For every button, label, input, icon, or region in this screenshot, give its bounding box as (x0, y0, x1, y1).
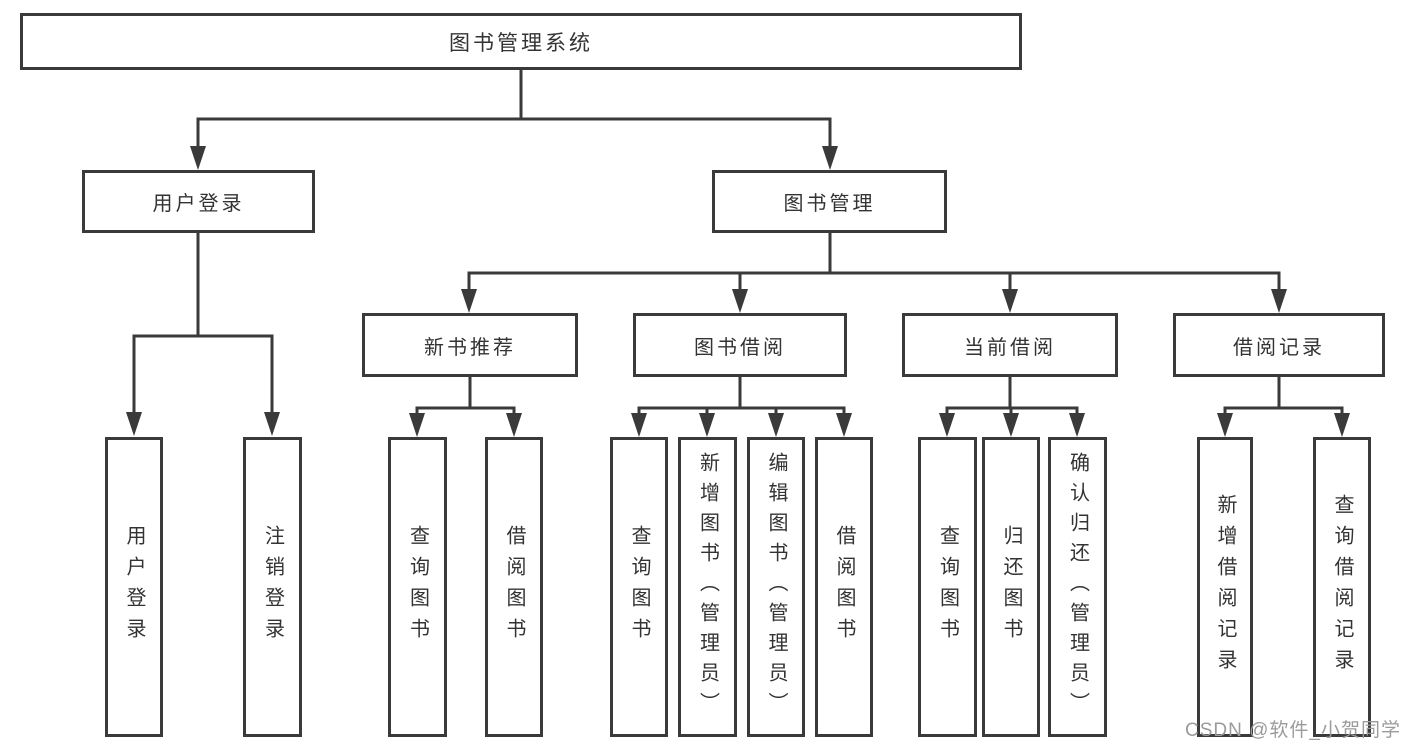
node-label: 图书借阅 (694, 336, 786, 359)
leaf-logout: 注销登录 (243, 437, 302, 737)
node-label: 当前借阅 (964, 336, 1056, 359)
node-book-management-branch: 图书管理 (712, 170, 947, 233)
leaf-label: 编辑图书（管理员） (765, 452, 787, 722)
leaf-label: 查询图书 (936, 525, 959, 649)
leaf-confirm-return-admin: 确认归还（管理员） (1048, 437, 1107, 737)
leaf-label: 查询借阅记录 (1331, 494, 1353, 680)
leaf-user-login: 用户登录 (105, 437, 163, 737)
node-user-login-branch: 用户登录 (82, 170, 315, 233)
leaf-return-books: 归还图书 (982, 437, 1040, 737)
leaf-label: 归还图书 (1000, 525, 1022, 649)
leaf-add-borrow-record: 新增借阅记录 (1197, 437, 1253, 737)
node-label: 用户登录 (152, 193, 245, 215)
node-library-management-system: 图书管理系统 (20, 13, 1022, 70)
node-label: 借阅记录 (1233, 336, 1325, 359)
leaf-label: 借阅图书 (503, 525, 525, 649)
leaf-label: 查询图书 (406, 525, 429, 649)
leaf-label: 借阅图书 (833, 525, 855, 649)
node-label: 图书管理系统 (449, 31, 593, 55)
node-label: 新书推荐 (424, 336, 516, 359)
leaf-borrow-books-recommend: 借阅图书 (485, 437, 543, 737)
leaf-add-books-admin: 新增图书（管理员） (678, 437, 737, 737)
leaf-label: 用户登录 (123, 525, 145, 649)
node-book-borrowing: 图书借阅 (633, 313, 847, 377)
leaf-borrow-books: 借阅图书 (815, 437, 873, 737)
node-label: 图书管理 (783, 193, 876, 215)
leaf-label: 注销登录 (261, 525, 284, 649)
csdn-watermark: CSDN @软件_小贺同学 (1185, 720, 1401, 741)
leaf-query-borrow-record: 查询借阅记录 (1313, 437, 1371, 737)
node-current-borrowing: 当前借阅 (902, 313, 1118, 377)
node-new-book-recommendation: 新书推荐 (362, 313, 578, 377)
leaf-label: 新增图书（管理员） (696, 452, 719, 722)
leaf-edit-books-admin: 编辑图书（管理员） (747, 437, 805, 737)
leaf-label: 确认归还（管理员） (1066, 452, 1089, 722)
leaf-query-books-recommend: 查询图书 (388, 437, 447, 737)
leaf-label: 查询图书 (628, 525, 650, 649)
leaf-query-books-current: 查询图书 (918, 437, 977, 737)
node-borrowing-records: 借阅记录 (1173, 313, 1385, 377)
leaf-label: 新增借阅记录 (1214, 494, 1236, 680)
leaf-query-books-borrowing: 查询图书 (610, 437, 668, 737)
